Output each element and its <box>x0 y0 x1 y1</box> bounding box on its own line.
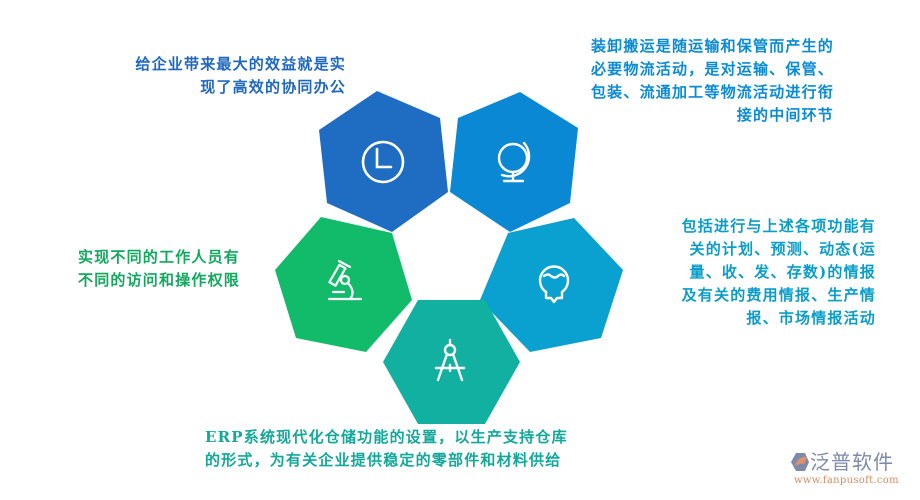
hexagon-handling <box>450 92 578 232</box>
caption-collaboration: 给企业带来最大的效益就是实 现了高效的协同办公 <box>135 55 346 96</box>
hexagon-warehouse <box>383 300 520 424</box>
caption-permissions: 实现不同的工作人员有 不同的访问和操作权限 <box>78 248 241 289</box>
compass-icon <box>434 338 466 382</box>
clock-icon <box>361 140 405 184</box>
caption-information: 包括进行与上述各项功能有 关的计划、预测、动态(运 量、收、发、存数)的情报 及… <box>681 217 876 327</box>
watermark-logo: 泛普软件 www.fanpusoft.com <box>790 450 915 492</box>
hexagon-collaboration <box>319 91 448 232</box>
brand-name: 泛普软件 <box>810 450 894 474</box>
caption-warehouse: ERP系统现代化仓储功能的设置，以生产支持仓库 的形式，为有关企业提供稳定的零部… <box>205 428 568 469</box>
hexagon-permissions <box>275 217 412 352</box>
lightbulb-icon <box>538 265 570 304</box>
brand-logo-icon <box>791 453 809 471</box>
brand-url: www.fanpusoft.com <box>794 475 899 486</box>
microscope-icon <box>327 259 363 301</box>
globe-icon <box>497 141 531 183</box>
hexagon-information <box>480 218 623 352</box>
caption-handling: 装卸搬运是随运输和保管而产生的 必要物流活动，是对运输、保管、 包装、流通加工等… <box>590 37 834 124</box>
